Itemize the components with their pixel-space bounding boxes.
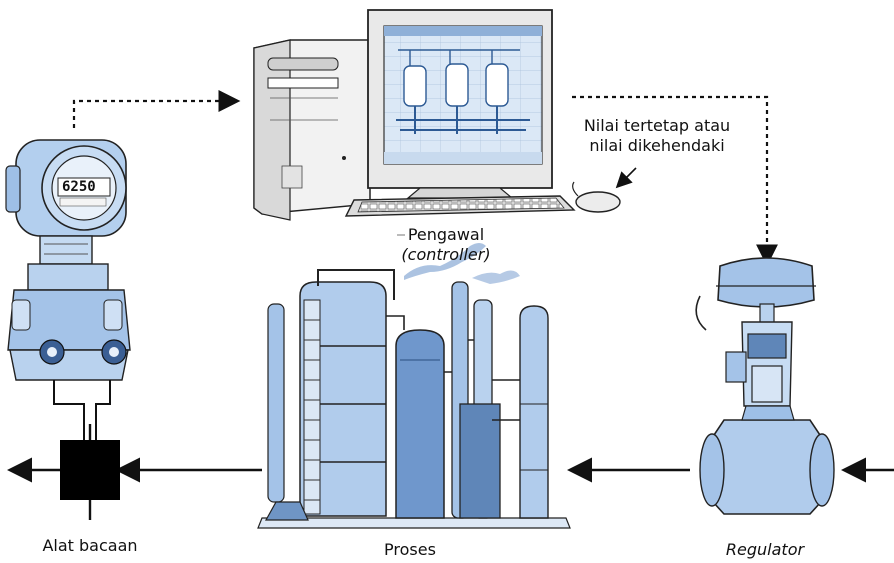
controller-label: Pengawal (controller) — [386, 225, 506, 265]
controller-label-line2: (controller) — [401, 245, 491, 264]
signal-controller-to-regulator — [572, 95, 778, 267]
flow-sensor-block — [60, 424, 120, 520]
process-label: Proses — [384, 540, 436, 559]
setpoint-pointer-arrow — [615, 167, 637, 189]
signal-transmitter-to-controller — [72, 90, 241, 128]
controller-computer-illustration — [253, 9, 621, 221]
setpoint-label: Nilai tertetap atau nilai dikehendaki — [572, 116, 742, 156]
regulator-valve-illustration — [695, 257, 835, 515]
transmitter-label: Alat bacaan — [42, 536, 138, 555]
setpoint-label-line2: nilai dikehendaki — [589, 136, 725, 155]
setpoint-label-line1: Nilai tertetap atau — [583, 116, 731, 135]
process-plant-illustration — [257, 243, 571, 529]
controller-label-line1: Pengawal — [407, 225, 485, 244]
transmitter-illustration — [5, 139, 131, 440]
regulator-label: Regulator — [725, 540, 805, 559]
transmitter-display-readout: 6250 — [62, 179, 96, 195]
